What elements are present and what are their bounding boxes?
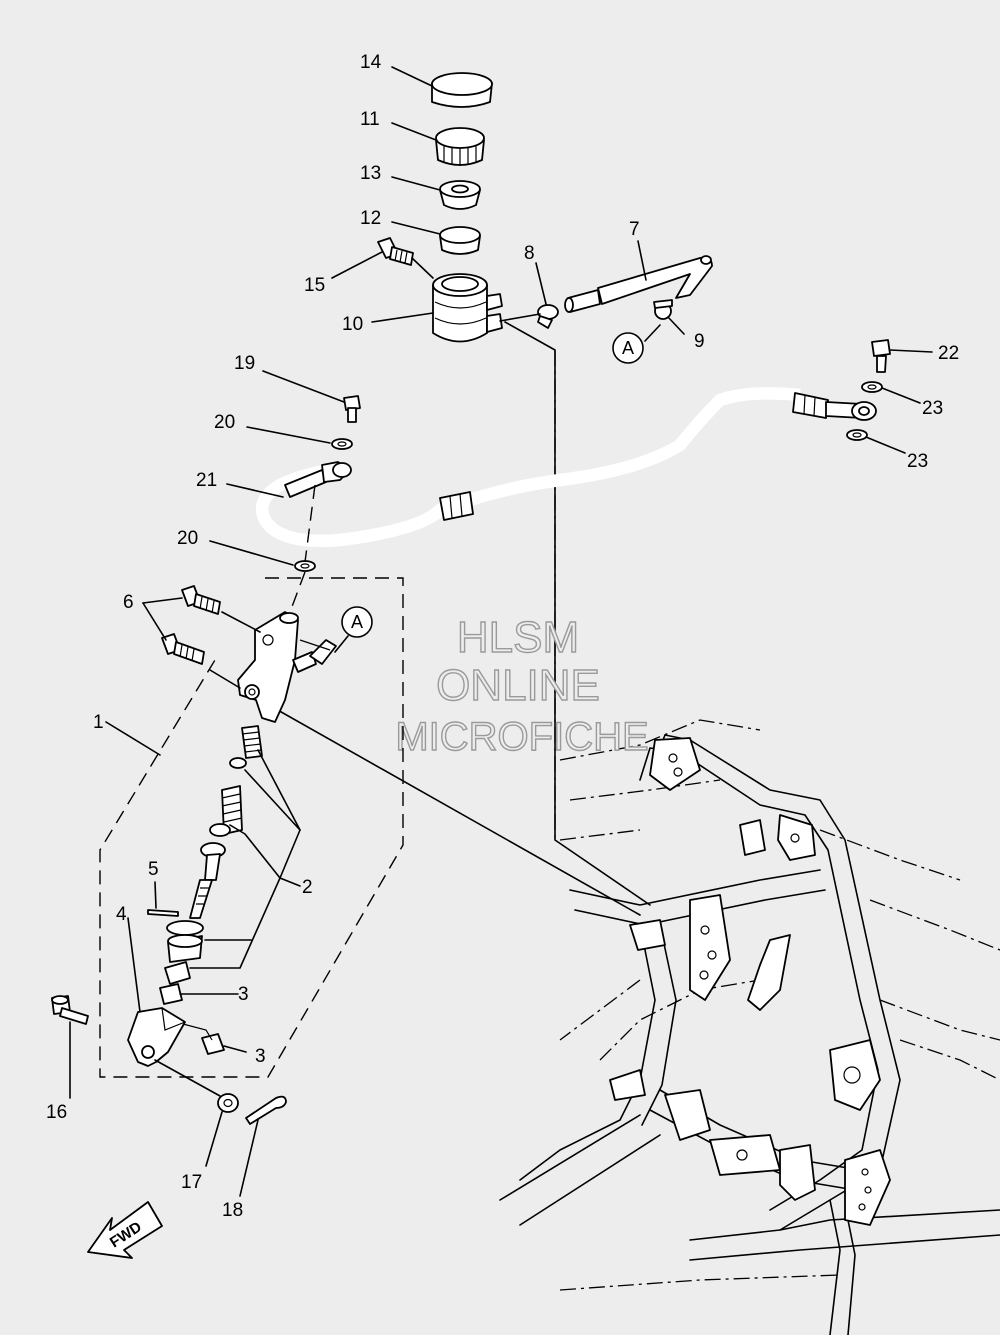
callout-9: 9 bbox=[694, 331, 705, 352]
callout-20-upper: 20 bbox=[214, 412, 235, 433]
fwd-arrow: FWD bbox=[87, 1201, 163, 1259]
callout-labels: 14 11 13 12 15 10 8 7 9 19 20 21 20 22 2… bbox=[46, 52, 959, 1221]
part-5-cotter-pin bbox=[147, 909, 179, 917]
svg-text:A: A bbox=[351, 612, 363, 632]
part-15-bolt bbox=[377, 237, 414, 266]
part-18-cotter-pin bbox=[245, 1095, 287, 1125]
part-10-reservoir bbox=[432, 284, 488, 343]
callout-3-upper: 3 bbox=[238, 984, 249, 1005]
callout-18: 18 bbox=[222, 1200, 243, 1221]
part-23-washer-upper bbox=[861, 381, 883, 393]
callout-8: 8 bbox=[524, 243, 535, 264]
callout-16: 16 bbox=[46, 1102, 67, 1123]
callout-22: 22 bbox=[938, 343, 959, 364]
callout-3-lower: 3 bbox=[255, 1046, 266, 1067]
leader-master-cylinder-to-frame bbox=[259, 699, 641, 916]
callout-7: 7 bbox=[629, 219, 640, 240]
callout-14: 14 bbox=[360, 52, 382, 73]
part-20-washer-upper bbox=[331, 438, 353, 450]
reference-a-master-cylinder: A bbox=[341, 606, 373, 638]
part-20-washer-lower bbox=[294, 560, 316, 572]
master-cylinder-assembly-boundary bbox=[99, 577, 404, 1078]
watermark-line3: MICROFICHE bbox=[395, 715, 648, 759]
master-cylinder-body bbox=[237, 611, 337, 723]
callout-12: 12 bbox=[360, 208, 381, 229]
callout-17: 17 bbox=[181, 1172, 202, 1193]
part-16-pin bbox=[51, 995, 89, 1025]
callout-15: 15 bbox=[304, 275, 325, 296]
part-7-hose bbox=[564, 255, 713, 313]
callout-21: 21 bbox=[196, 470, 217, 491]
callout-1: 1 bbox=[93, 712, 104, 733]
part-17-washer bbox=[217, 1093, 239, 1113]
callout-23-lower: 23 bbox=[907, 451, 928, 472]
part-9-clamp bbox=[653, 299, 673, 320]
part-19-union-bolt bbox=[343, 395, 361, 423]
callout-6: 6 bbox=[123, 592, 134, 613]
part-22-union-bolt bbox=[871, 339, 891, 373]
callout-10: 10 bbox=[342, 314, 363, 335]
part-23-washer-lower bbox=[846, 429, 868, 441]
part-2-piston-kit bbox=[189, 725, 263, 919]
frame-drawing bbox=[499, 719, 1000, 1335]
reservoir-assembly bbox=[377, 72, 713, 343]
callout-23-upper: 23 bbox=[922, 398, 943, 419]
part-6-bolts bbox=[161, 585, 221, 665]
callout-2: 2 bbox=[302, 877, 313, 898]
watermark: HLSM ONLINE MICROFICHE bbox=[395, 612, 650, 759]
svg-text:A: A bbox=[622, 338, 634, 358]
callout-5: 5 bbox=[148, 859, 159, 880]
part-4-clevis bbox=[127, 1007, 213, 1067]
part-3-nut-upper bbox=[164, 961, 191, 985]
part-8-clamp bbox=[537, 304, 559, 329]
callout-leaders bbox=[69, 66, 933, 1197]
callout-19: 19 bbox=[234, 353, 255, 374]
watermark-line2: ONLINE bbox=[436, 661, 600, 710]
callout-13: 13 bbox=[360, 163, 381, 184]
part-3-nut-lower bbox=[201, 1033, 225, 1055]
callout-4: 4 bbox=[116, 904, 127, 925]
reference-a-top: A bbox=[612, 332, 644, 364]
callout-20-lower: 20 bbox=[177, 528, 198, 549]
boot bbox=[166, 920, 204, 936]
part-21-brake-hose bbox=[255, 387, 877, 548]
watermark-line1: HLSM bbox=[457, 613, 579, 662]
callout-11: 11 bbox=[360, 109, 380, 130]
